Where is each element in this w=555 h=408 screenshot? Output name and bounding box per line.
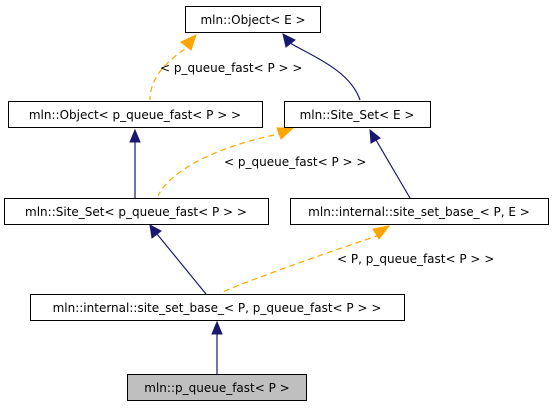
node-site-set-e-label: mln::Site_Set< E > bbox=[300, 108, 415, 122]
edge-site-set-e-inherit-arrowhead bbox=[369, 128, 381, 144]
edge-object-pqf-inherit-arrowhead bbox=[129, 128, 141, 143]
edge-label-site-set-base-template: < P, p_queue_fast< P > > bbox=[337, 252, 494, 266]
edge-site-set-base-template bbox=[219, 234, 381, 294]
edge-object-inherit bbox=[289, 42, 361, 101]
edge-site-set-base-inherit-arrowhead bbox=[211, 320, 223, 335]
node-site-set-base-pe-label: mln::internal::site_set_base_< P, E > bbox=[308, 205, 530, 219]
edge-object-template-arrowhead bbox=[180, 34, 197, 51]
node-object-pqf[interactable]: mln::Object< p_queue_fast< P > > bbox=[8, 101, 263, 128]
edge-site-set-pqf-inherit bbox=[156, 233, 207, 295]
edge-site-set-template-arrowhead bbox=[276, 127, 295, 140]
node-object-e[interactable]: mln::Object< E > bbox=[185, 6, 321, 33]
edge-label-site-set-template: < p_queue_fast< P > > bbox=[224, 155, 366, 169]
node-p-queue-fast[interactable]: mln::p_queue_fast< P > bbox=[127, 374, 307, 401]
edge-label-object-template: < p_queue_fast< P > > bbox=[160, 61, 302, 75]
node-site-set-base-ppqf-label: mln::internal::site_set_base_< P, p_queu… bbox=[53, 301, 382, 315]
node-site-set-base-ppqf[interactable]: mln::internal::site_set_base_< P, p_queu… bbox=[30, 294, 405, 321]
node-object-e-label: mln::Object< E > bbox=[200, 13, 305, 27]
edge-site-set-template bbox=[157, 132, 285, 197]
node-p-queue-fast-label: mln::p_queue_fast< P > bbox=[144, 381, 289, 395]
node-site-set-e[interactable]: mln::Site_Set< E > bbox=[284, 101, 431, 128]
node-site-set-base-pe[interactable]: mln::internal::site_set_base_< P, E > bbox=[290, 198, 549, 225]
edge-site-set-pqf-inherit-arrowhead bbox=[149, 224, 162, 239]
node-site-set-pqf[interactable]: mln::Site_Set< p_queue_fast< P > > bbox=[4, 198, 269, 225]
node-object-pqf-label: mln::Object< p_queue_fast< P > > bbox=[29, 108, 241, 122]
edge-site-set-e-inherit bbox=[375, 139, 411, 199]
edge-site-set-base-template-arrowhead bbox=[372, 225, 391, 240]
edge-object-inherit-arrowhead bbox=[282, 33, 296, 48]
node-site-set-pqf-label: mln::Site_Set< p_queue_fast< P > > bbox=[25, 205, 247, 219]
